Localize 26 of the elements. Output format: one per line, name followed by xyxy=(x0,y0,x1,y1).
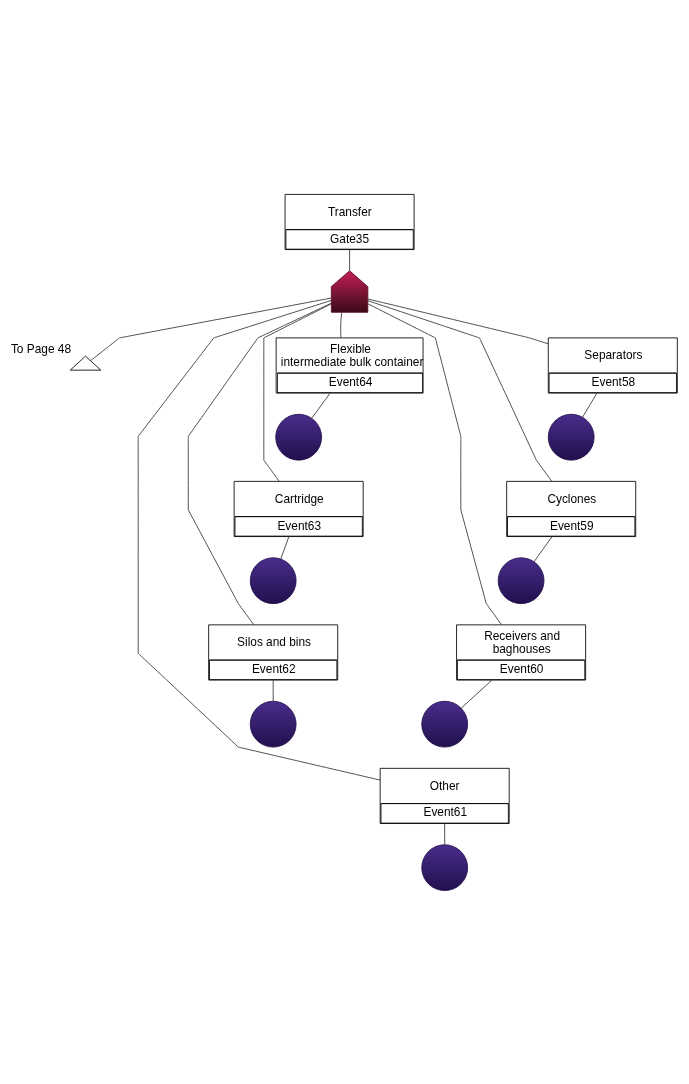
connector xyxy=(272,679,274,702)
node-circle xyxy=(249,700,297,748)
node-circle xyxy=(547,413,595,461)
node-circle xyxy=(275,413,322,461)
connector xyxy=(582,392,598,418)
node-label: To Page 48 xyxy=(10,341,72,356)
connector xyxy=(137,299,381,780)
node-circle xyxy=(249,556,297,604)
node-circle xyxy=(497,556,545,604)
connector xyxy=(187,302,332,625)
connector xyxy=(460,679,493,709)
connector xyxy=(349,248,350,271)
node-triangle xyxy=(69,355,102,371)
node-circle xyxy=(421,700,469,748)
node-circle xyxy=(421,843,469,891)
connector xyxy=(367,299,553,482)
connector xyxy=(367,298,549,344)
connector xyxy=(280,535,290,559)
node-gate xyxy=(330,269,369,313)
connector xyxy=(533,535,553,562)
connector xyxy=(340,311,343,338)
connector xyxy=(90,297,332,361)
connector xyxy=(367,303,503,625)
connector xyxy=(263,303,332,482)
connector xyxy=(444,822,446,845)
connector xyxy=(311,392,331,419)
